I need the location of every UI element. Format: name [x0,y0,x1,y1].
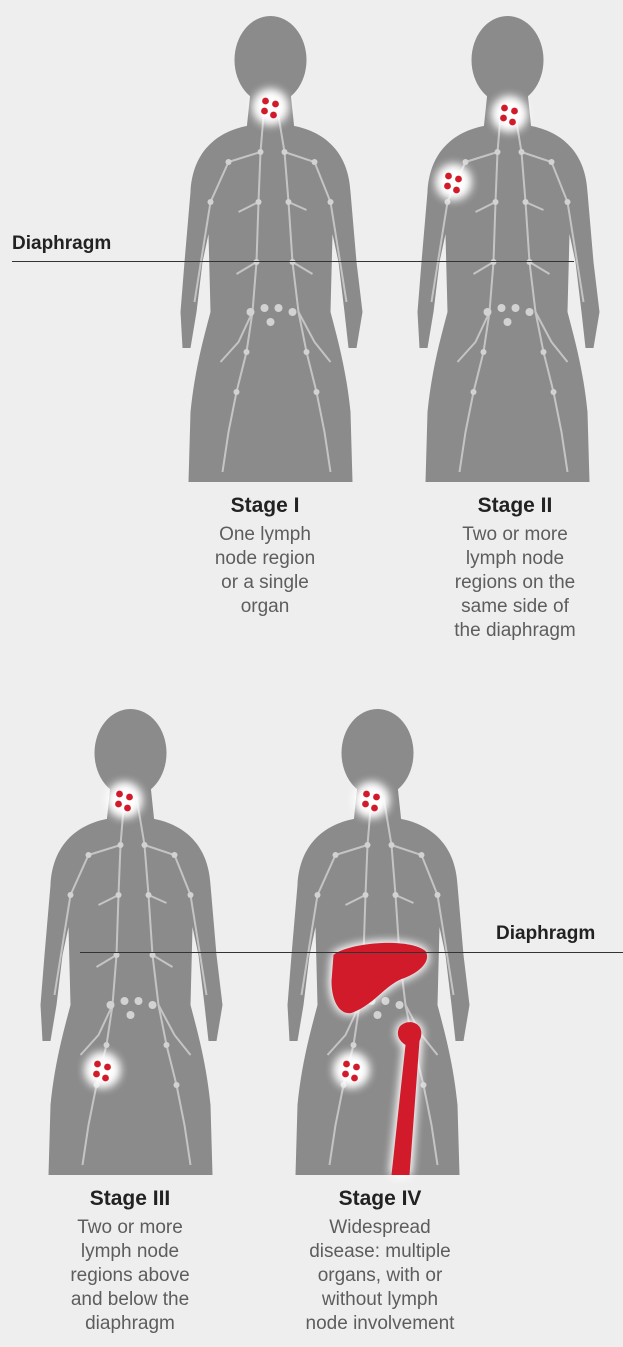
body-silhouette-icon [38,705,223,1175]
diaphragm-line-bottom [80,952,623,953]
stage-3-title: Stage III [35,1186,225,1212]
stage-4-title: Stage IV [280,1186,480,1212]
stage-3-description: Two or more lymph node regions above and… [35,1216,225,1336]
stage-1-figure [178,12,363,482]
body-silhouette-icon [178,12,363,482]
stage-1-description: One lymph node region or a single organ [180,523,350,619]
stage-4-caption: Stage IV Widespread disease: multiple or… [280,1186,480,1336]
stage-4-figure [285,705,470,1175]
lymph-node-icon [356,784,388,816]
lymph-node-icon [438,166,470,198]
stage-2-description: Two or more lymph node regions on the sa… [420,523,610,643]
stage-2-figure [415,12,600,482]
body-silhouette-icon [415,12,600,482]
stage-4-description: Widespread disease: multiple organs, wit… [280,1216,480,1336]
diaphragm-label-bottom: Diaphragm [496,923,595,945]
stage-2-caption: Stage II Two or more lymph node regions … [420,493,610,643]
stage-3-figure [38,705,223,1175]
stage-1-caption: Stage I One lymph node region or a singl… [180,493,350,619]
diaphragm-label-top: Diaphragm [12,233,111,255]
stage-1-title: Stage I [180,493,350,519]
stage-3-caption: Stage III Two or more lymph node regions… [35,1186,225,1336]
body-silhouette-icon [285,705,470,1175]
lymph-node-icon [87,1054,119,1086]
lymph-node-icon [255,91,287,123]
stage-2-title: Stage II [420,493,610,519]
lymph-node-icon [109,784,141,816]
lymph-node-icon [494,98,526,130]
lymph-node-icon [336,1054,368,1086]
diaphragm-line-top [12,261,574,262]
